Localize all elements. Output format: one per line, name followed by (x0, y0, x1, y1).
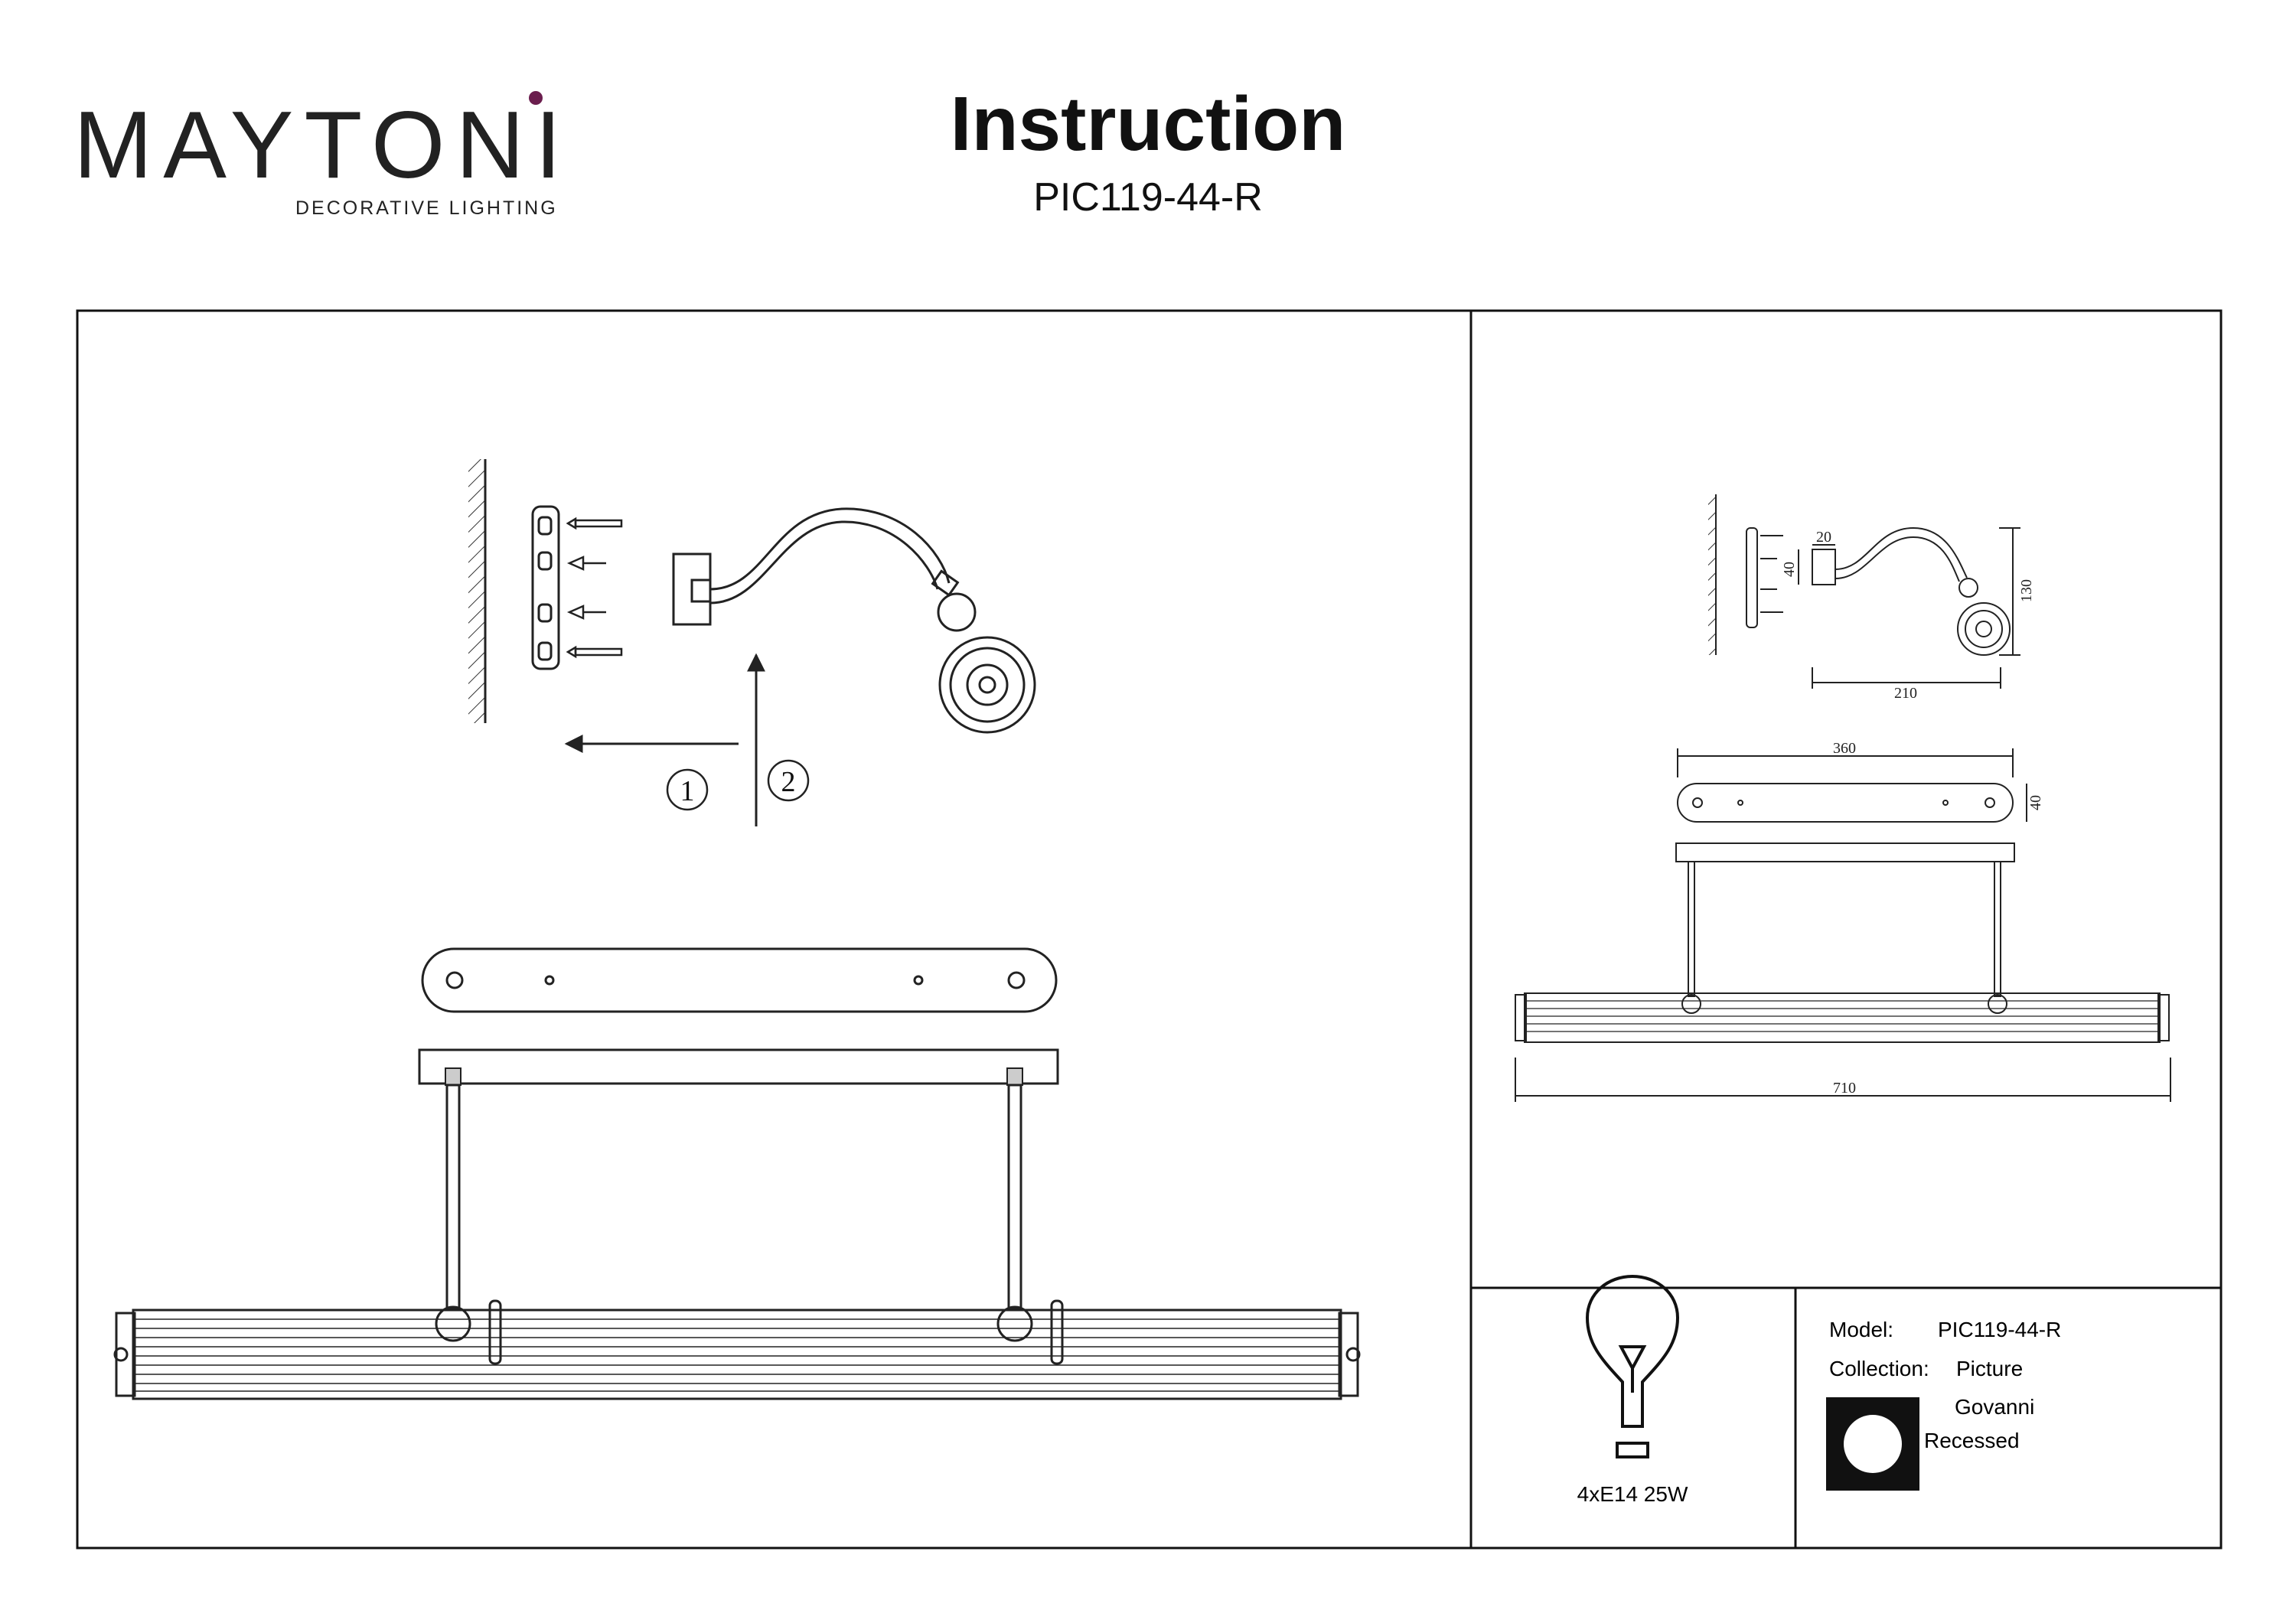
model-label: Model: (1829, 1318, 1893, 1341)
dimension-labels-side: 20 40 130 210 (1781, 529, 2035, 702)
model-subtitle: PIC119-44-R (1033, 175, 1263, 220)
dim-20: 20 (1816, 529, 1831, 546)
designer-name: Govanni (1955, 1395, 2034, 1419)
drawing-frame (76, 309, 2223, 1550)
page-title: Instruction (950, 81, 1346, 167)
step-labels: 1 2 (666, 759, 810, 811)
lightbulb-icon (1585, 1274, 1680, 1458)
tube-ribs (133, 1318, 1341, 1392)
installation-diagram (468, 459, 1036, 826)
brand-logo: MAYTONI (73, 93, 572, 198)
plate-top-view (421, 947, 1058, 1013)
dim-40-a: 40 (1781, 562, 1798, 577)
screws (566, 517, 623, 659)
side-view-small (1708, 494, 2020, 689)
dim-40-b: 40 (2027, 795, 2044, 810)
step-1-label: 1 (680, 775, 695, 807)
wall-hatch (468, 459, 485, 723)
dim-710: 710 (1833, 1080, 1856, 1097)
front-view-large (113, 947, 1361, 1400)
arm-curve (709, 507, 951, 591)
dimension-labels-front: 360 40 710 (1833, 740, 2044, 1097)
lamp-spec: 4xE14 25W (1577, 1482, 1688, 1506)
back-plate (418, 1048, 1059, 1085)
reflector-rosette (938, 636, 1036, 734)
recessed-icon (1826, 1397, 1919, 1491)
mounting-plate (531, 505, 560, 670)
collection-label: Collection: (1829, 1357, 1929, 1380)
dim-130: 130 (2018, 579, 2035, 602)
brand-tagline: DECORATIVE LIGHTING (295, 197, 558, 219)
mount-type: Recessed (1924, 1429, 2020, 1452)
lamp-tube (132, 1309, 1342, 1400)
dim-360: 360 (1833, 740, 1856, 757)
front-view-small (1515, 748, 2171, 1102)
dim-210: 210 (1894, 685, 1917, 702)
logo-dot-icon (529, 91, 543, 105)
step-2-label: 2 (781, 766, 796, 798)
collection-value: Picture (1956, 1357, 2023, 1380)
model-value: PIC119-44-R (1938, 1318, 2061, 1341)
